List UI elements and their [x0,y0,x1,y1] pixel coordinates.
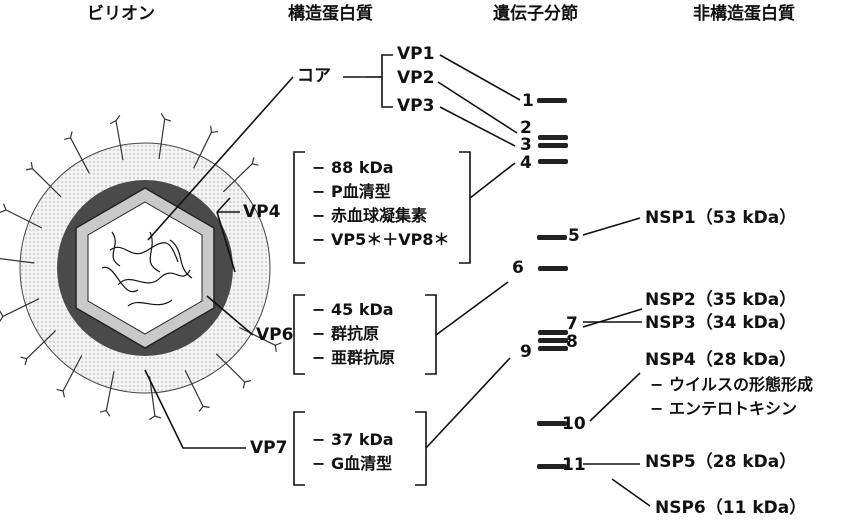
nsp6-label: NSP6（11 kDa） [655,500,806,517]
vp6-item: − 亜群抗原 [312,350,395,366]
segment-number: 8 [566,334,578,351]
nsp5-label: NSP5（28 kDa） [645,454,796,471]
nsp2-label: NSP2（35 kDa） [645,292,796,309]
segment-number: 9 [520,344,532,361]
header-virion: ビリオン [87,6,155,23]
header-structural-proteins: 構造蛋白質 [288,6,373,23]
vp3-label: VP3 [397,98,434,115]
segment-number: 1 [522,93,534,110]
vp2-label: VP2 [397,70,434,87]
header-nonstructural-proteins: 非構造蛋白質 [693,6,795,23]
vp4-item: − P血清型 [312,184,391,200]
vp6-item: − 45 kDa [312,302,394,318]
segment-number: 11 [562,457,586,474]
segment-number: 5 [568,228,580,245]
vp7-label: VP7 [250,440,287,457]
nsp1-label: NSP1（53 kDa） [645,210,796,227]
nsp4-label: NSP4（28 kDa） [645,352,796,369]
header-gene-segments: 遺伝子分節 [493,6,578,23]
vp1-label: VP1 [397,46,434,63]
vp7-item: − G血清型 [312,456,392,472]
vp7-item: − 37 kDa [312,432,394,448]
vp4-item: − 88 kDa [312,160,394,176]
vp4-item: − 赤血球凝集素 [312,208,427,224]
segment-number: 3 [520,137,532,154]
virion-particle [20,143,270,393]
segment-number: 7 [566,316,578,333]
vp4-label: VP4 [243,204,280,221]
nsp3-label: NSP3（34 kDa） [645,315,796,332]
nsp4-item: − ウイルスの形態形成 [650,377,813,393]
nsp4-item: − エンテロトキシン [650,401,797,417]
segment-number: 4 [520,155,532,172]
segment-number: 10 [562,416,586,433]
core-label: コア [297,68,331,85]
vp6-item: − 群抗原 [312,326,379,342]
vp6-label: VP6 [256,327,293,344]
segment-number: 6 [512,260,524,277]
vp4-item: − VP5＊＋VP8＊ [312,232,449,248]
